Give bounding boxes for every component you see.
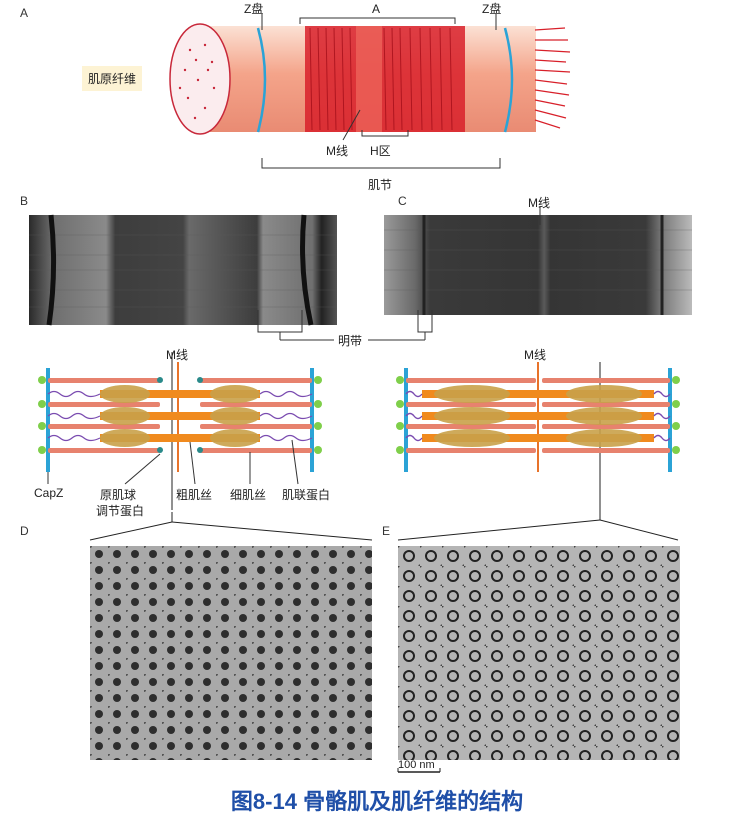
- em-cross-section-d: [90, 546, 372, 760]
- sarcomere-schematic-contracted: [396, 362, 680, 512]
- scale-bar-label: 100 nm: [398, 759, 435, 771]
- myofibril-illustration: [169, 14, 571, 169]
- em-micrograph-c: [384, 215, 692, 315]
- panel-letter-d: D: [20, 524, 29, 538]
- scale-bar: [397, 768, 441, 773]
- em-cross-section-e: [398, 546, 680, 760]
- a-band-bracket: [299, 17, 456, 24]
- sarcomere-bracket: [261, 158, 501, 169]
- cross-section-connectors: [89, 512, 679, 541]
- em-annotations: [257, 206, 541, 341]
- m-line-label-c: M线: [528, 196, 550, 210]
- thick-filament-label: 粗肌丝: [176, 488, 213, 502]
- capz-label: CapZ: [34, 486, 64, 500]
- m-line-pointer: [342, 109, 361, 141]
- panel-letter-e: E: [382, 524, 391, 538]
- a-band-striations: [309, 27, 453, 131]
- z-disc-left: [256, 27, 267, 133]
- m-line-label-schematic-left: M线: [166, 348, 188, 362]
- myofibril-cross-section: [169, 23, 231, 135]
- h-zone-bracket: [361, 130, 409, 137]
- thin-filament-label: 细肌丝: [230, 488, 267, 502]
- titin-label: 肌联蛋白: [282, 488, 331, 502]
- em-micrograph-b: [29, 214, 337, 326]
- m-line-label: M线: [326, 144, 348, 158]
- h-zone-label: H区: [370, 144, 391, 158]
- h-zone-region: [356, 26, 382, 132]
- a-band-label: A: [372, 2, 381, 16]
- figure-caption: 图8-14 骨骼肌及肌纤维的结构: [230, 789, 524, 814]
- frayed-fibers: [534, 27, 571, 129]
- z-disc-left-label: Z盘: [244, 2, 264, 16]
- z-disc-right: [503, 27, 514, 133]
- tropomodulin-label-line2: 调节蛋白: [96, 504, 145, 518]
- m-line-label-schematic-right: M线: [524, 348, 546, 362]
- i-band-label: 明带: [338, 334, 363, 348]
- tropomodulin-label-line1: 原肌球: [100, 488, 137, 502]
- sarcomere-label: 肌节: [368, 178, 393, 192]
- panel-letter-a: A: [20, 6, 29, 20]
- z-disc-right-label: Z盘: [482, 2, 502, 16]
- cross-section-dots: [178, 43, 216, 120]
- myofibril-label: 肌原纤维: [82, 66, 143, 91]
- sarcomere-schematic-relaxed: [38, 352, 322, 510]
- panel-letter-c: C: [398, 194, 407, 208]
- panel-letter-b: B: [20, 194, 29, 208]
